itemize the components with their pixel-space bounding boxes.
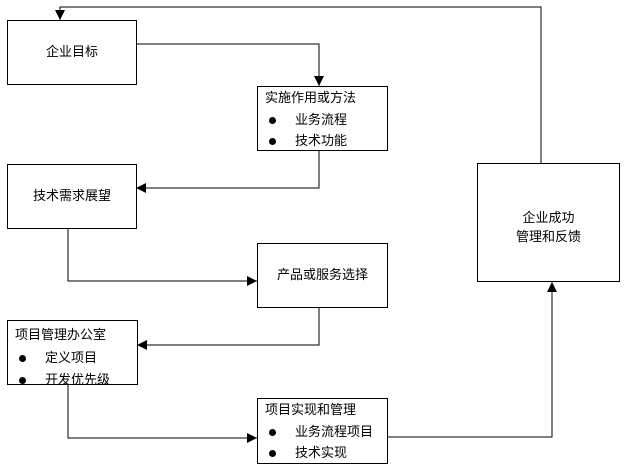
box-title: 技术需求展望 [32, 189, 111, 204]
bullet-icon [19, 377, 26, 384]
box-title-line: 管理和反馈 [515, 229, 581, 245]
connector-product-selection-to-pmo [137, 308, 320, 350]
bullet-item: 技术功能 [258, 134, 387, 149]
bullet-label: 技术实现 [295, 446, 348, 461]
bullet-item: 定义项目 [8, 351, 137, 366]
connector-methods-to-tech-requirements [136, 150, 320, 193]
bullet-icon [269, 429, 276, 436]
box-enterprise-success: 企业成功 管理和反馈 [477, 163, 620, 282]
box-title-line: 企业成功 [522, 210, 575, 226]
box-title: 实施作用或方法 [265, 91, 357, 106]
bullet-icon [269, 117, 276, 124]
connector-goals-to-methods [136, 43, 324, 86]
bullet-item: 开发优先级 [8, 373, 137, 385]
bullet-item: 业务流程 [258, 113, 387, 128]
bullet-label: 业务流程项目 [295, 425, 374, 440]
connector-tech-requirements-to-product-selection [67, 228, 257, 286]
box-pmo: 项目管理办公室 定义项目 开发优先级 [7, 320, 138, 385]
box-title: 企业目标 [45, 45, 98, 60]
bullet-label: 技术功能 [295, 134, 348, 149]
box-title: 项目实现和管理 [265, 403, 357, 418]
box-title: 产品或服务选择 [276, 268, 368, 283]
connector-pmo-to-project-implementation [67, 385, 257, 443]
bullet-label: 开发优先级 [45, 373, 111, 385]
box-project-implementation: 项目实现和管理 业务流程项目 技术实现 [257, 398, 388, 464]
box-title: 项目管理办公室 [15, 328, 107, 343]
bullet-item: 技术实现 [258, 446, 387, 461]
connector-success-to-goals [55, 6, 542, 163]
box-enterprise-goals: 企业目标 [7, 20, 137, 85]
bullet-icon [269, 450, 276, 457]
bullet-label: 业务流程 [295, 113, 348, 128]
box-implementation-methods: 实施作用或方法 业务流程 技术功能 [257, 86, 388, 151]
connector-project-implementation-to-success [387, 282, 557, 438]
bullet-item: 业务流程项目 [258, 425, 387, 440]
bullet-icon [269, 138, 276, 145]
bullet-label: 定义项目 [45, 351, 98, 366]
bullet-icon [19, 355, 26, 362]
box-tech-requirements: 技术需求展望 [7, 164, 137, 229]
box-product-selection: 产品或服务选择 [257, 243, 388, 308]
